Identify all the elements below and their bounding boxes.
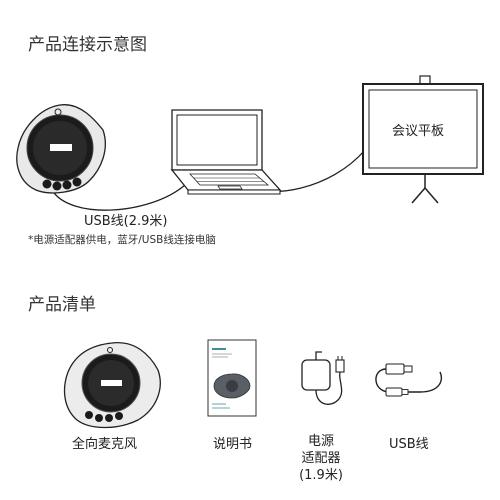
speaker-top-icon xyxy=(16,104,106,194)
usb-cable-icon xyxy=(375,363,443,397)
microphone-speaker-icon xyxy=(63,342,161,429)
conference-board-icon xyxy=(362,75,484,204)
usb-cable xyxy=(51,184,186,211)
user-manual-icon xyxy=(207,339,257,417)
item-label-power-adapter: 电源 适配器 (1.9米) xyxy=(299,434,343,483)
laptop-icon xyxy=(170,109,282,195)
connection-note: *电源适配器供电，蓝牙/USB线连接电脑 xyxy=(28,234,216,246)
power-adapter-icon xyxy=(301,351,345,405)
item-label-microphone: 全向麦克风 xyxy=(72,437,138,452)
usb-cable-label: USB线(2.9米) xyxy=(84,214,168,229)
connection-title: 产品连接示意图 xyxy=(28,35,147,55)
contents-title: 产品清单 xyxy=(28,295,96,315)
item-label-manual: 说明书 xyxy=(213,437,253,452)
item-label-usb-cable: USB线 xyxy=(389,437,429,452)
board-label: 会议平板 xyxy=(392,124,445,139)
